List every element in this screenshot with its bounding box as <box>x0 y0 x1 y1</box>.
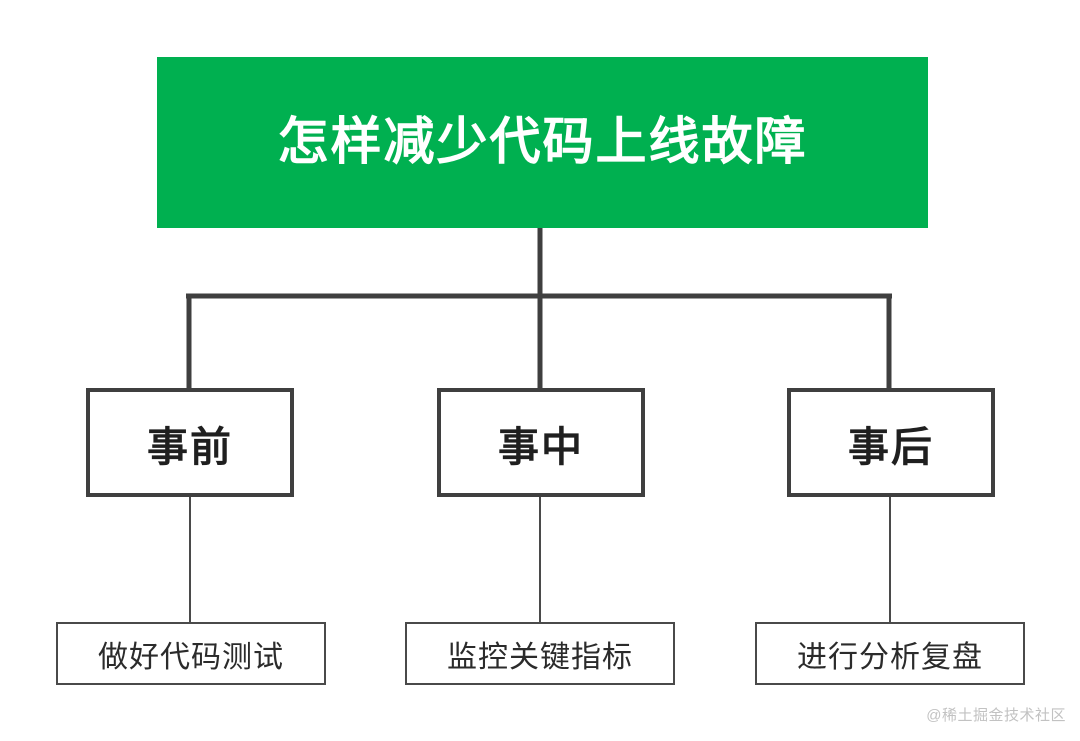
action-node-after[interactable]: 进行分析复盘 <box>755 622 1025 685</box>
action-node-before[interactable]: 做好代码测试 <box>56 622 326 685</box>
phase-label-before: 事前 <box>147 423 233 470</box>
action-label-after: 进行分析复盘 <box>797 640 983 674</box>
action-label-during: 监控关键指标 <box>447 640 633 674</box>
phase-label-during: 事中 <box>498 423 584 470</box>
root-node[interactable]: 怎样减少代码上线故障 <box>157 57 928 228</box>
action-node-during[interactable]: 监控关键指标 <box>405 622 675 685</box>
phase-node-before[interactable]: 事前 <box>86 388 294 497</box>
watermark: @稀土掘金技术社区 <box>926 707 1066 724</box>
phase-node-during[interactable]: 事中 <box>437 388 645 497</box>
phase-label-after: 事后 <box>848 423 934 470</box>
root-title: 怎样减少代码上线故障 <box>277 113 808 171</box>
phase-node-after[interactable]: 事后 <box>787 388 995 497</box>
action-label-before: 做好代码测试 <box>98 640 284 674</box>
